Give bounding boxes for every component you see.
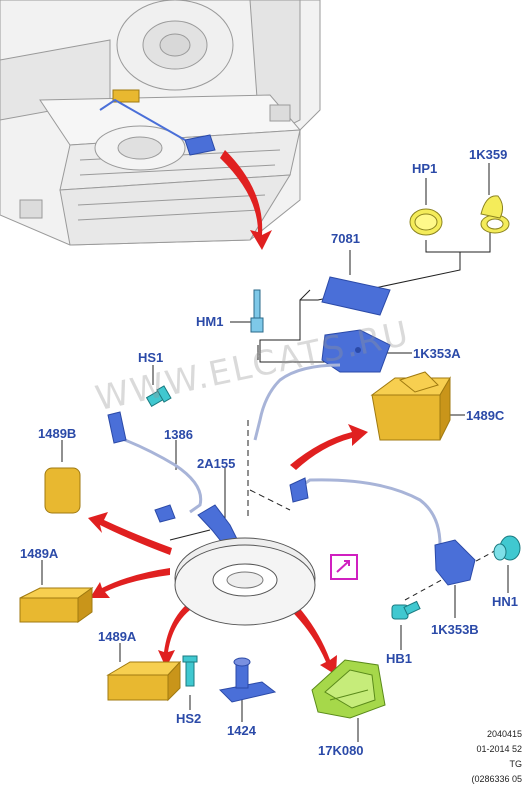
label-7081: 7081 bbox=[331, 231, 360, 246]
red-arrows bbox=[88, 150, 368, 675]
label-hb1: HB1 bbox=[386, 651, 413, 666]
1k353b-bracket-icon bbox=[434, 539, 476, 586]
magenta-arrow-icon bbox=[336, 560, 350, 573]
spare-tire-icon bbox=[174, 537, 316, 626]
label-17k080: 17K080 bbox=[318, 743, 364, 758]
vehicle-rear-floor-illustration bbox=[0, 0, 321, 246]
arrow-to-1489a-bottom bbox=[158, 605, 190, 668]
label-1489a-bottom: 1489A bbox=[98, 629, 137, 644]
label-hn1: HN1 bbox=[492, 594, 519, 609]
arrow-to-1489a-left bbox=[90, 568, 170, 598]
hp1-cap-icon bbox=[409, 208, 443, 236]
footer-ref-4: (0286336 05 bbox=[471, 774, 522, 784]
label-1489c: 1489C bbox=[466, 408, 505, 423]
leader-lines bbox=[41, 163, 509, 742]
label-2a155: 2A155 bbox=[197, 456, 236, 471]
label-1386: 1386 bbox=[164, 427, 193, 442]
arrow-to-1489b bbox=[88, 512, 172, 555]
1424-jack-icon bbox=[218, 657, 277, 703]
1489a-bottom-box-icon bbox=[106, 660, 182, 702]
1386-cable-icon bbox=[110, 419, 203, 514]
arrow-floor-to-parts bbox=[220, 150, 272, 250]
label-1424: 1424 bbox=[227, 723, 256, 738]
hb1-bolt-icon bbox=[391, 600, 421, 620]
label-1k353a: 1K353A bbox=[413, 346, 461, 361]
label-1k359: 1K359 bbox=[469, 147, 508, 162]
1386-end-bracket-icon bbox=[154, 504, 176, 523]
hn1-nut-icon bbox=[493, 535, 521, 561]
arrow-to-1489c bbox=[290, 424, 368, 470]
label-1489a-left: 1489A bbox=[20, 546, 59, 561]
floor-yellow-part-icon bbox=[112, 89, 140, 103]
floor-cable-icon bbox=[99, 98, 186, 141]
1489b-pad-icon bbox=[44, 467, 81, 514]
label-hs2: HS2 bbox=[176, 711, 202, 726]
upper-cable-icon bbox=[253, 363, 341, 441]
label-hp1: HP1 bbox=[412, 161, 438, 176]
1489a-left-box-icon bbox=[19, 587, 94, 623]
7081-panel-icon bbox=[321, 276, 391, 316]
label-hm1: HM1 bbox=[196, 314, 224, 329]
magenta-reference-frame bbox=[330, 554, 358, 580]
17k080-tray-icon bbox=[311, 659, 386, 719]
footer-ref-2: 01-2014 52 bbox=[476, 744, 522, 754]
hs1-bolt-icon bbox=[145, 385, 172, 408]
label-1k353b: 1K353B bbox=[431, 622, 479, 637]
1k359-cap-icon bbox=[480, 195, 510, 234]
floor-blue-cover-icon bbox=[184, 134, 216, 156]
footer-ref-3: TG bbox=[509, 759, 523, 769]
1386-clip-icon bbox=[107, 411, 127, 444]
label-1489b: 1489B bbox=[38, 426, 77, 441]
footer-ref-1: 2040415 bbox=[486, 729, 522, 739]
1489c-box-icon bbox=[370, 371, 451, 441]
hs2-screw-icon bbox=[182, 655, 198, 687]
right-cable-clip-icon bbox=[289, 477, 309, 503]
hm1-pin-icon bbox=[250, 289, 264, 333]
label-hs1: HS1 bbox=[138, 350, 164, 365]
right-cable-icon bbox=[294, 478, 442, 546]
